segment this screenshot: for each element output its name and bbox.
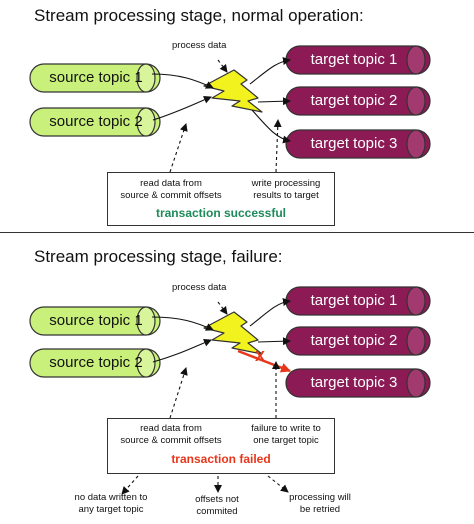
- process-data-label: process data: [172, 40, 227, 51]
- flow-arrows-failure: [151, 298, 291, 363]
- source-topic-2-cylinder-failure: [29, 348, 161, 378]
- transaction-status-failed: transaction failed: [171, 452, 271, 466]
- outcome-offsets-not-committed: offsets not commited: [195, 494, 239, 517]
- target-topic-3-label-failure: target topic 3: [310, 374, 398, 391]
- failure-title: Stream processing stage, failure:: [34, 247, 283, 266]
- section-divider: [0, 232, 474, 233]
- outcome-no-data-written: no data written to any target topic: [74, 492, 148, 515]
- source-topic-1-label: source topic 1: [49, 69, 143, 86]
- target-topic-2-cylinder: [285, 86, 431, 116]
- source-topic-2-label-failure: source topic 2: [49, 354, 143, 371]
- target-topic-3-cylinder-failure: [285, 368, 431, 398]
- target-topic-2-label: target topic 2: [310, 92, 398, 109]
- read-data-note: read data from source & commit offsets: [120, 178, 222, 201]
- source-topic-1-cylinder-failure: [29, 306, 161, 336]
- dashed-arrows-failure: [121, 301, 289, 495]
- target-topic-1-label: target topic 1: [310, 51, 398, 68]
- normal-operation-title: Stream processing stage, normal operatio…: [34, 6, 364, 25]
- source-topic-2-cylinder: [29, 107, 161, 137]
- failed-write-arrow: [237, 349, 291, 373]
- target-topic-1-cylinder-failure: [285, 286, 431, 316]
- processor-bolt-icon-failure: [203, 311, 263, 355]
- target-topic-2-cylinder-failure: [285, 326, 431, 356]
- outcome-processing-retried: processing will be retried: [289, 492, 351, 515]
- write-results-note: write processing results to target: [251, 178, 321, 201]
- processor-bolt-icon: [203, 69, 263, 113]
- source-topic-1-cylinder: [29, 63, 161, 93]
- transaction-status-success: transaction successful: [155, 206, 287, 220]
- source-topic-2-label: source topic 2: [49, 113, 143, 130]
- target-topic-1-label-failure: target topic 1: [310, 292, 398, 309]
- dashed-arrows-normal: [169, 59, 282, 173]
- failure-x-marker: X: [255, 348, 266, 365]
- read-data-note-failure: read data from source & commit offsets: [120, 423, 222, 446]
- flow-arrows-normal: [151, 57, 291, 144]
- transaction-box-failure: [107, 418, 335, 474]
- process-data-label-failure: process data: [172, 282, 227, 293]
- source-topic-1-label-failure: source topic 1: [49, 312, 143, 329]
- target-topic-2-label-failure: target topic 2: [310, 332, 398, 349]
- target-topic-3-label: target topic 3: [310, 135, 398, 152]
- target-topic-1-cylinder: [285, 45, 431, 75]
- write-failure-note: failure to write to one target topic: [251, 423, 321, 446]
- transaction-box-normal: [107, 172, 335, 226]
